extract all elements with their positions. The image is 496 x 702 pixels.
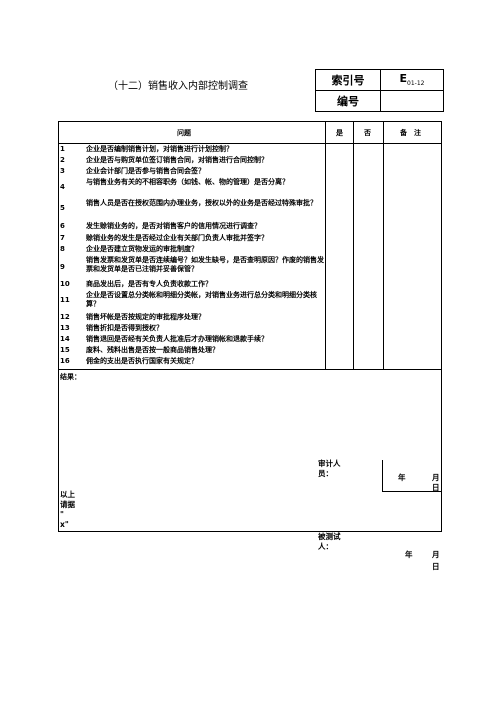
auditor-year: 年 (398, 473, 406, 482)
left-note-line4: x" (60, 520, 69, 529)
result-label: 结果： (60, 373, 81, 381)
row-question: 销售坏帐是否按规定的审批程序处理？ (86, 313, 205, 321)
row-number: 7 (60, 234, 65, 242)
row-question: 企业是否与购货单位签订销售合同，对销售进行合同控制？ (86, 156, 268, 164)
page-title: （十二）销售收入内部控制调查 (108, 81, 248, 92)
row-question: 销售发票和发货单是否连续编号？如发生缺号，是否查明原因？作废的销售发票和发货单是… (86, 256, 324, 273)
col-divider-yes (353, 121, 354, 369)
number-label: 编号 (315, 90, 381, 112)
index-value-main: E (399, 72, 408, 86)
row-question: 废料、残料出售是否按一般商品销售处理？ (86, 346, 219, 354)
row-number: 8 (60, 245, 65, 253)
tested-month: 月 (432, 550, 440, 559)
row-number: 10 (60, 280, 70, 288)
auditor-label-line1: 审计人 (318, 459, 341, 468)
row-number: 1 (60, 145, 65, 153)
index-label: 索引号 (315, 69, 381, 91)
col-header-no: 否 (364, 129, 371, 137)
row-question: 佣金的支出是否执行国家有关规定？ (86, 357, 198, 365)
row-question: 赊销业务的发生是否经过企业有关部门负责人审批并签字？ (86, 234, 268, 242)
row-number: 3 (60, 167, 65, 175)
left-note-line1: 以上 (60, 490, 75, 499)
result-divider (58, 369, 442, 370)
auditor-label-line2: 员： (318, 469, 333, 478)
col-divider-question (325, 121, 326, 369)
row-question: 销售退回是否经有关负责人批准后才办理销帐和退款手续？ (86, 335, 268, 343)
row-number: 16 (60, 357, 70, 365)
row-number: 9 (60, 263, 65, 271)
auditor-day: 日 (432, 483, 440, 492)
row-question: 与销售业务有关的不相容职务（如钱、帐、物的管理）是否分离？ (86, 178, 289, 186)
row-question: 销售人员是否在授权范围内办理业务，授权以外的业务是否经过特殊审批？ (86, 199, 317, 207)
left-note-line2: 请据 (60, 500, 75, 509)
row-number: 13 (60, 324, 70, 332)
header-divider (58, 143, 442, 144)
tested-year: 年 (405, 550, 413, 559)
index-value: E01-12 (380, 69, 444, 91)
row-question: 发生赊销业务的，是否对销售客户的信用情况进行调查？ (86, 222, 261, 230)
number-value (380, 90, 444, 112)
col-divider-no (383, 121, 384, 369)
row-question: 企业是否建立货物发运的审批制度？ (86, 245, 198, 253)
col-header-question: 问题 (177, 129, 191, 137)
survey-table (58, 121, 442, 532)
row-number: 15 (60, 346, 70, 354)
row-question: 企业是否设置总分类帐和明细分类帐，对销售业务进行总分类和明细分类核算？ (86, 291, 317, 308)
tested-label: 被测试 人： (318, 532, 341, 552)
auditor-date-bottom-border (382, 491, 442, 492)
row-number: 5 (60, 204, 65, 212)
row-number: 12 (60, 313, 70, 321)
row-question: 商品发出后，是否有专人负责收款工作？ (86, 280, 212, 288)
auditor-month: 月 (432, 473, 440, 482)
row-number: 11 (60, 296, 70, 304)
tested-label-line1: 被测试 (318, 532, 341, 541)
row-number: 4 (60, 183, 65, 191)
auditor-date-left-border (382, 460, 383, 492)
col-header-remark: 备 注 (400, 129, 421, 137)
row-question: 企业是否编制销售计划，对销售进行计划控制？ (86, 145, 233, 153)
left-note: 以上 请据 " x" (60, 490, 75, 530)
row-number: 2 (60, 156, 65, 164)
col-header-yes: 是 (336, 129, 343, 137)
tested-label-line2: 人： (318, 542, 333, 551)
row-question: 销售折扣是否得到授权？ (86, 324, 163, 332)
tested-day: 日 (432, 562, 440, 571)
auditor-label: 审计人 员： (318, 459, 341, 479)
row-question: 企业会计部门是否参与销售合同会签？ (86, 167, 205, 175)
index-value-sub: 01-12 (407, 80, 425, 88)
index-box: 索引号 E01-12 编号 (315, 69, 444, 112)
row-number: 14 (60, 335, 70, 343)
left-note-line3: " (60, 510, 64, 519)
row-number: 6 (60, 222, 65, 230)
